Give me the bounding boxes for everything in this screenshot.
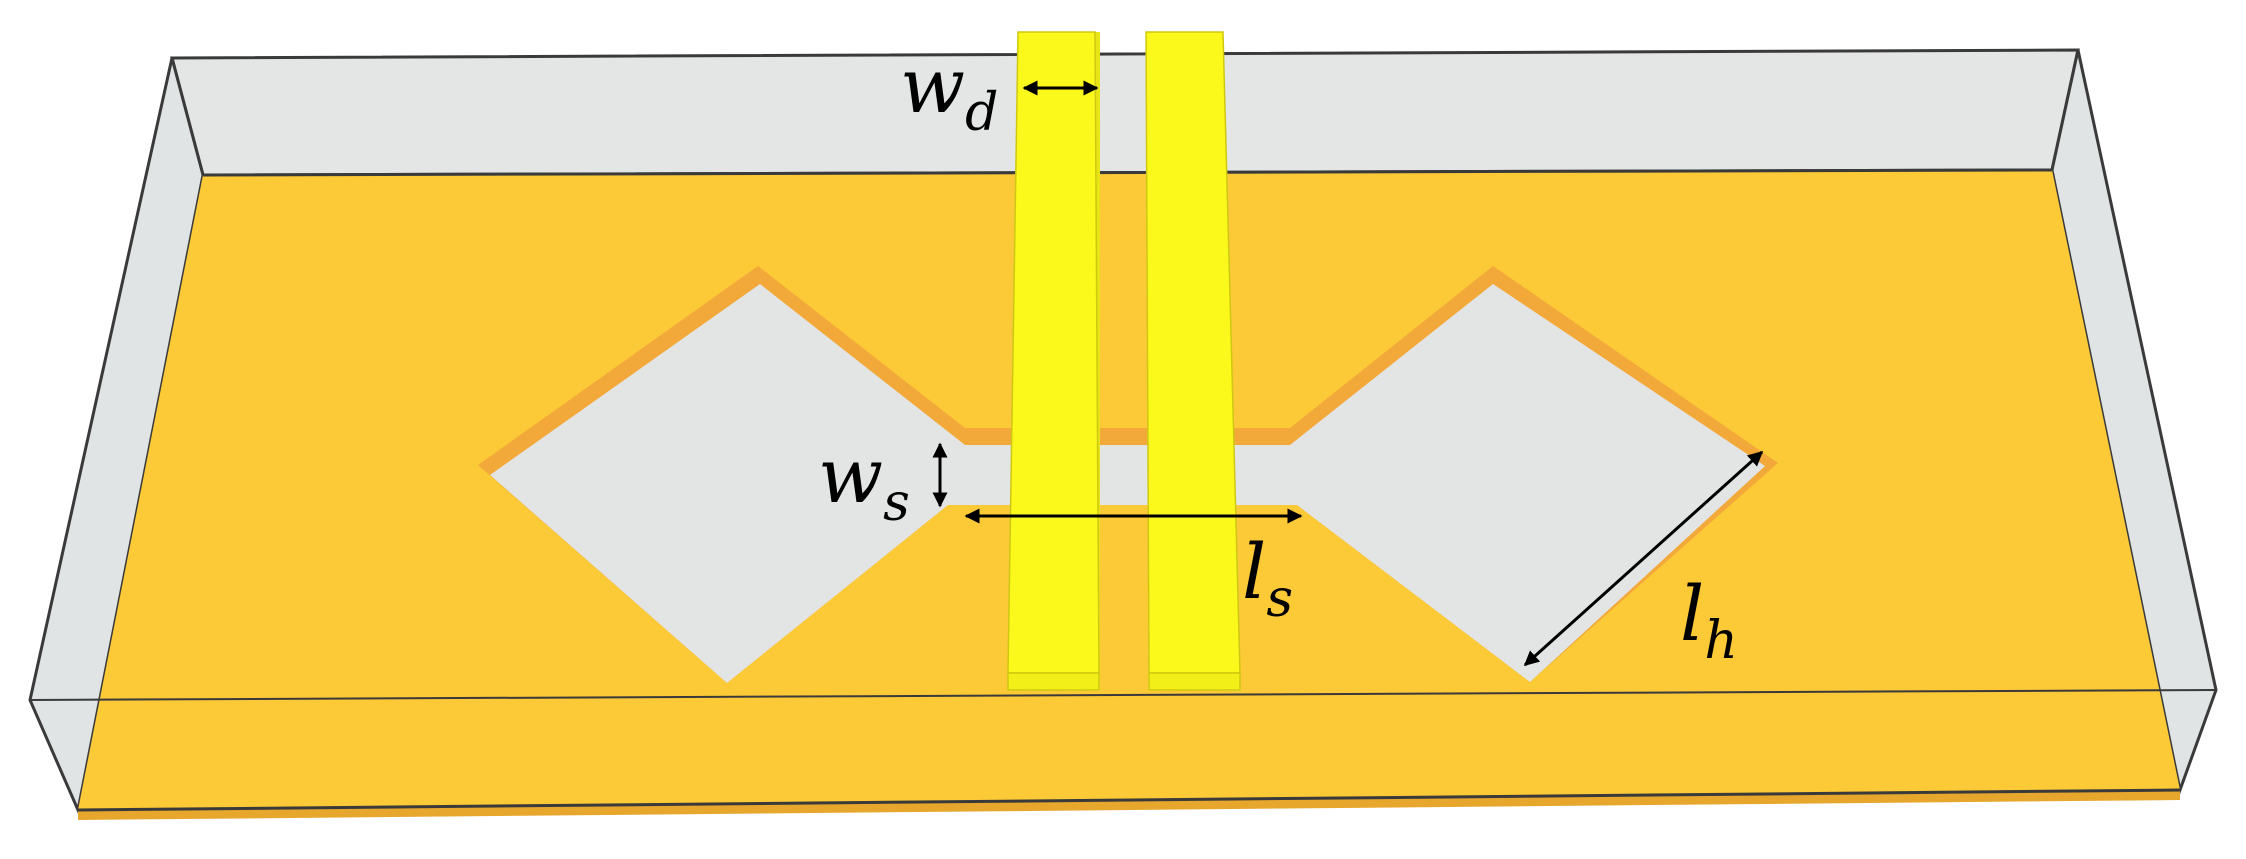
substrate-top-edge (202, 168, 2053, 177)
substrate-box (28, 48, 2218, 815)
strip-line-right (1145, 31, 1241, 691)
substrate-back-wall (170, 48, 2080, 177)
strip-left-top (1007, 31, 1100, 674)
dimension-arrows (932, 80, 1764, 667)
strip-right-top (1145, 31, 1241, 674)
label-ws: ws (818, 431, 910, 533)
slot-cutout (490, 284, 1765, 683)
dimension-labels: wd ws ls lh (818, 41, 1738, 671)
substrate-front-line (29, 689, 2217, 701)
strip-right-front (1148, 672, 1241, 691)
strip-left-front (1007, 672, 1100, 691)
label-ls: ls (1242, 527, 1293, 629)
bowtie-slot (478, 266, 1778, 683)
substrate-bottom-line (77, 788, 2181, 812)
lh-arrow (1523, 450, 1764, 667)
label-wd: wd (900, 41, 998, 143)
ground-plane-front-edge (78, 790, 2180, 820)
strip-line-left (1007, 31, 1100, 691)
label-lh: lh (1680, 569, 1738, 671)
